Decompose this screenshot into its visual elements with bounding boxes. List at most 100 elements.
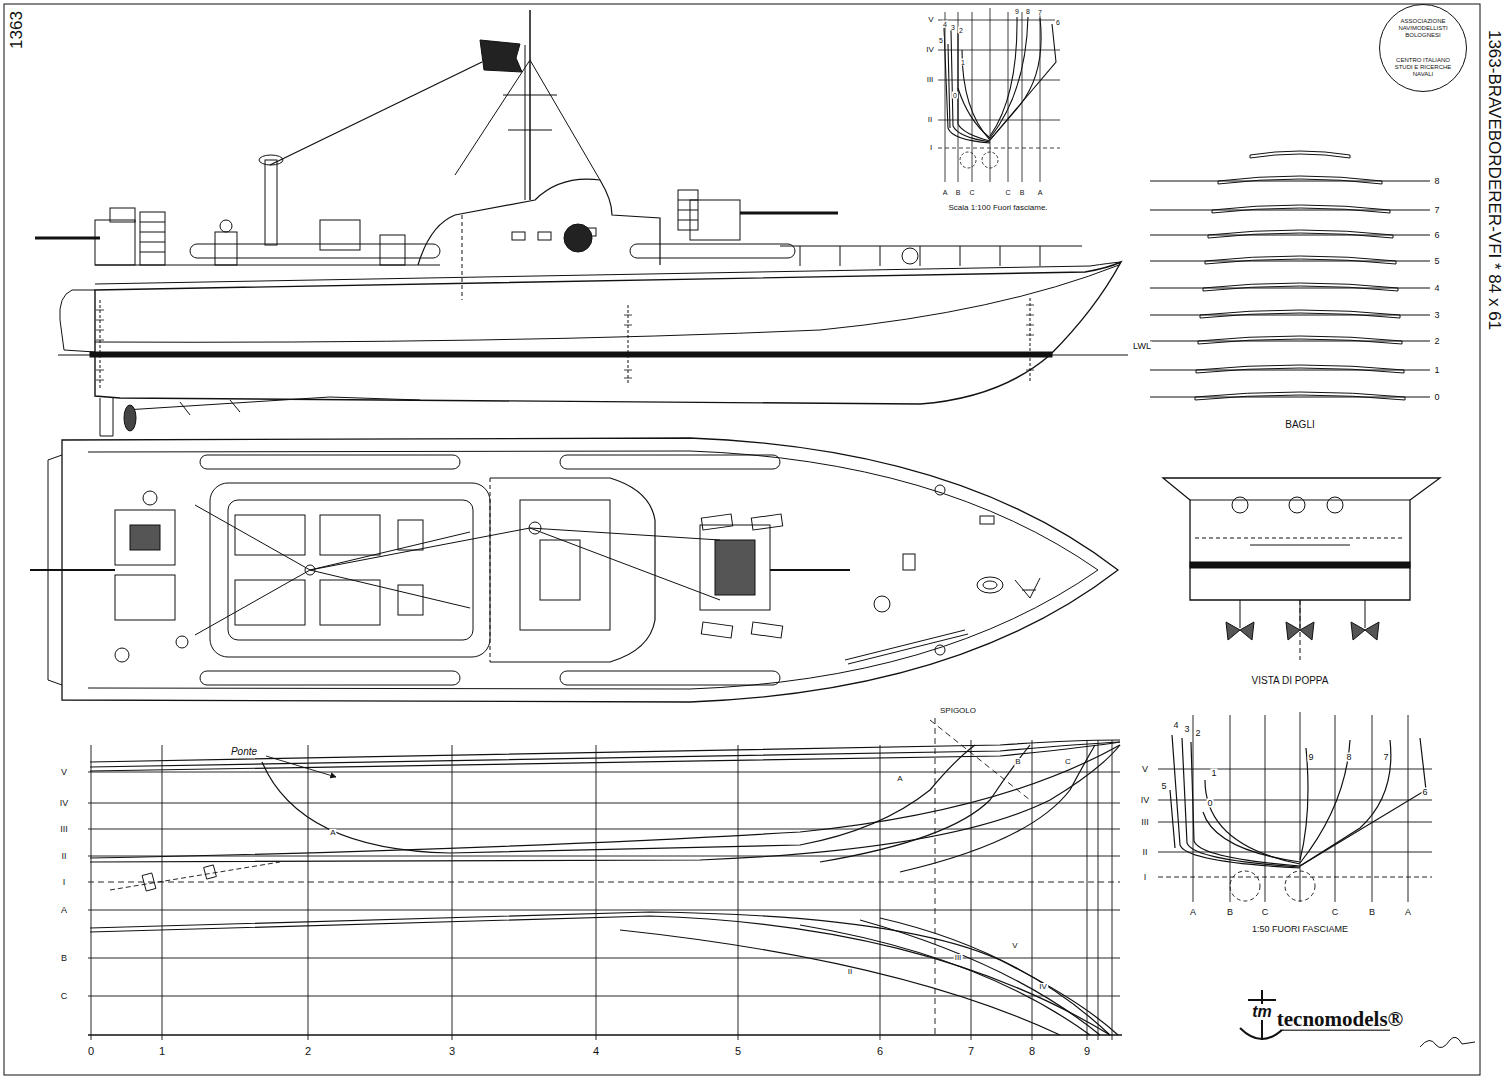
- stern-view-part: [1232, 497, 1248, 513]
- body-plan-part: [1172, 735, 1300, 868]
- profile-view-part: [95, 262, 1121, 404]
- deck-plan-part: [115, 575, 175, 620]
- body-plan-part: [1408, 715, 1409, 902]
- profile-view-part: [265, 160, 277, 245]
- deck-plan-part: [200, 671, 460, 685]
- body-plan: [1158, 712, 1432, 902]
- deck-beams-part: [1150, 288, 1430, 289]
- drawing-label: 9: [1083, 1046, 1091, 1057]
- deck-plan-part: [751, 514, 782, 530]
- body-plan-part: [1170, 735, 1426, 868]
- body-plan-part: [1372, 715, 1373, 902]
- deck-plan-part: [235, 580, 305, 625]
- deck-plan-part: [751, 622, 782, 638]
- profile-view-part: [800, 246, 1040, 266]
- drawing-label: A: [60, 906, 68, 915]
- drawing-label: 0: [87, 1046, 95, 1057]
- stern-view-part: [1226, 622, 1254, 640]
- deck-plan-part: [62, 438, 1118, 702]
- deck-plan-part: [701, 622, 732, 638]
- small-body-plan-part: [958, 88, 990, 138]
- deck-plan-part: [320, 580, 380, 625]
- profile-view: [35, 10, 1128, 436]
- profile-view-part: [220, 220, 232, 232]
- body-plan-part: [1285, 871, 1315, 901]
- drawing-label: VISTA DI POPPA: [1251, 676, 1330, 686]
- drawing-label: 8: [1433, 177, 1440, 186]
- profile-view-part: [624, 325, 632, 326]
- profile-view-part: [508, 130, 552, 131]
- lines-plan-part: [900, 745, 1095, 872]
- drawing-label: Scala 1:100 Fuori fasciame.: [947, 204, 1048, 212]
- drawing-label: I: [62, 878, 67, 887]
- lines-plan-part: [620, 930, 1060, 1035]
- profile-view-part: [624, 378, 632, 379]
- small-body-plan-part: [944, 17, 1056, 143]
- small-body-plan-part: [990, 17, 1028, 138]
- deck-beams-part: [1250, 151, 1350, 158]
- drawing-label: 1:50 FUORI FASCIAME: [1251, 925, 1349, 934]
- body-plan-part: [1158, 769, 1432, 770]
- lines-plan-part: [90, 740, 1120, 762]
- lines-plan-part: [880, 745, 881, 1040]
- profile-view-part: [330, 397, 420, 400]
- body-plan-part: [1158, 822, 1432, 823]
- drawing-label: III: [954, 954, 963, 962]
- lines-plan-part: [308, 745, 309, 1040]
- profile-view-part: [780, 246, 1082, 247]
- lines-plan-part: [90, 742, 1120, 771]
- drawing-label: C: [1064, 758, 1072, 766]
- lines-plan-part: [452, 745, 453, 1040]
- lines-plan-part: [90, 912, 1118, 1035]
- profile-view-part: [125, 397, 330, 410]
- body-plan-part: [1335, 715, 1336, 902]
- drawing-label: tm: [1251, 1004, 1273, 1020]
- profile-view-part: [529, 10, 531, 200]
- profile-view-part: [902, 248, 918, 264]
- drawing-label: 2: [958, 27, 964, 34]
- deck-beams-part: [1150, 397, 1430, 398]
- drawing-label: B: [955, 189, 962, 196]
- drawing-label: 4: [1433, 284, 1440, 293]
- small-body-plan-part: [990, 24, 1056, 140]
- lines-plan-part: [88, 1034, 1122, 1036]
- deck-beams-part: [1150, 341, 1430, 342]
- drawing-label: A: [1037, 189, 1044, 196]
- lines-plan-part: [800, 925, 1090, 1035]
- deck-plan-part: [88, 451, 1098, 689]
- drawing-label: 6: [1055, 19, 1061, 26]
- profile-view-part: [320, 220, 360, 250]
- profile-view-part: [96, 320, 104, 321]
- small-body-plan: [938, 8, 1060, 182]
- lines-plan-part: [88, 910, 1120, 911]
- maker-logo-part: [1240, 1028, 1284, 1039]
- drawing-label: C: [968, 189, 975, 196]
- deck-plan-part: [305, 565, 315, 575]
- profile-view-part: [678, 200, 698, 220]
- maker-logo-part: [1420, 1037, 1475, 1047]
- drawing-label: 7: [1382, 753, 1389, 762]
- deck-plan-part: [490, 478, 491, 662]
- drawing-label: 9: [1014, 8, 1020, 15]
- deck-beams-part: [1200, 310, 1400, 318]
- profile-view-part: [96, 370, 104, 371]
- stern-view-part: [1163, 478, 1440, 600]
- deck-plan-part: [903, 554, 915, 570]
- drawing-label: BAGLI: [1284, 420, 1315, 430]
- drawing-label: A: [1404, 908, 1412, 917]
- profile-view-part: [628, 305, 629, 385]
- deck-beams-part: [1218, 176, 1382, 184]
- deck-plan-part: [983, 581, 997, 589]
- deck-plan-part: [235, 515, 305, 555]
- drawing-label: V: [1141, 765, 1149, 774]
- body-plan-part: [1300, 748, 1308, 860]
- drawing-label: 7: [1037, 9, 1043, 16]
- drawing-label: I: [1143, 873, 1148, 882]
- deck-plan-part: [398, 520, 423, 550]
- profile-view-part: [678, 190, 698, 230]
- profile-view-part: [455, 60, 530, 175]
- drawing-label: B: [1226, 908, 1234, 917]
- drawing-label: IV: [59, 799, 70, 808]
- sheet-frame: [4, 4, 1480, 1075]
